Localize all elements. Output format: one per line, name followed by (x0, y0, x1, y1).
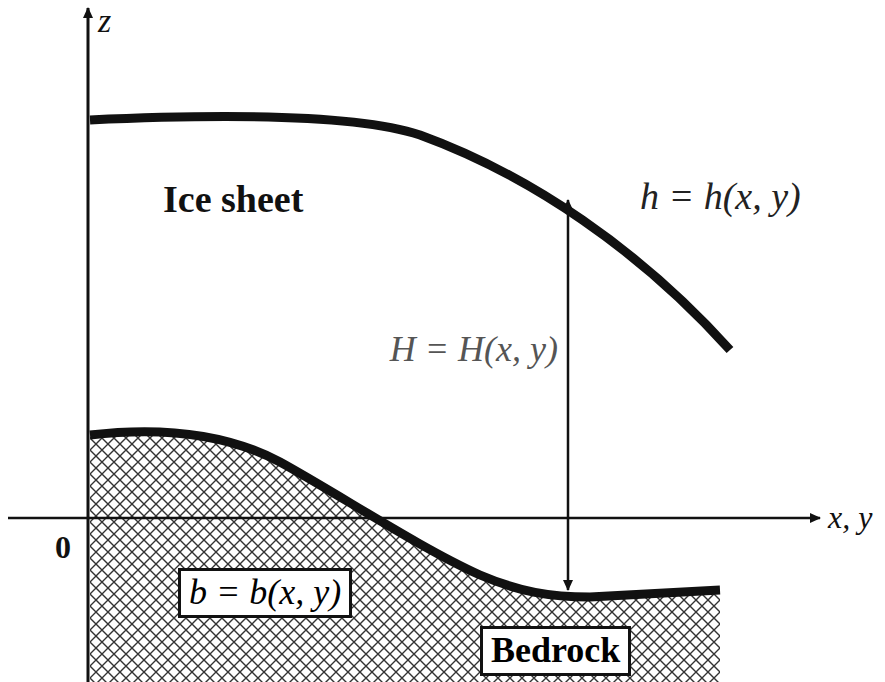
material-label-box: Bedrock (480, 626, 631, 676)
ice-surface (90, 116, 730, 350)
region-label: Ice sheet (163, 179, 303, 221)
box-text: Bedrock (491, 631, 620, 671)
surface-label: h = h(x, y) (640, 176, 801, 218)
origin-label: 0 (55, 530, 71, 565)
axis-label: x, y (828, 500, 872, 535)
bedrock-region (90, 432, 720, 682)
axis-label: z (98, 2, 111, 39)
thickness-arrow (567, 200, 570, 590)
x-axis (8, 517, 820, 520)
box-text: b = b(x, y) (189, 573, 341, 613)
thickness-label: H = H(x, y) (390, 330, 558, 370)
bed-label-box: b = b(x, y) (178, 568, 352, 618)
z-axis (87, 8, 90, 682)
